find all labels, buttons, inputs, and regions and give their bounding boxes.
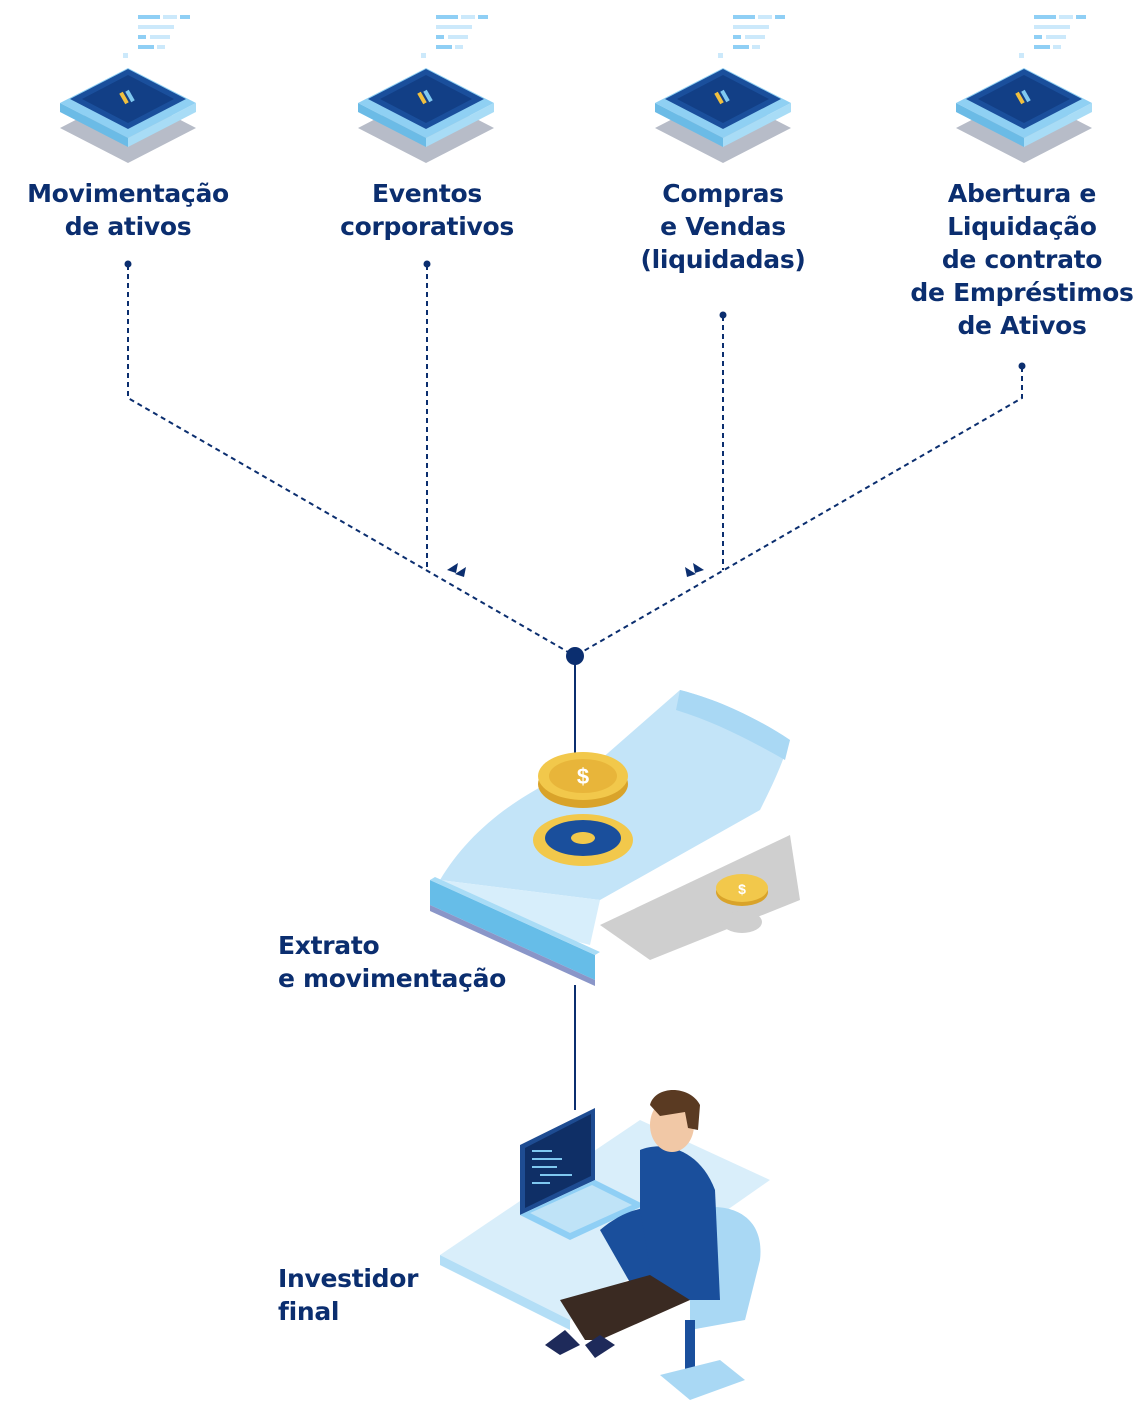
svg-text:$: $ bbox=[738, 881, 746, 897]
investor-label-line: final bbox=[278, 1297, 340, 1326]
statement-label-line: e movimentação bbox=[278, 964, 507, 993]
source-label-line: corporativos bbox=[340, 212, 514, 241]
connector-lines bbox=[127, 265, 1023, 657]
source-label-4: Abertura e Liquidação de contrato de Emp… bbox=[910, 177, 1133, 342]
source-label-line: Compras bbox=[662, 179, 784, 208]
investor-label-line: Investidor bbox=[278, 1264, 419, 1293]
investor-illustration bbox=[440, 1090, 770, 1400]
source-label-line: Abertura e bbox=[947, 179, 1097, 208]
chip-icon-1 bbox=[60, 15, 196, 163]
investor-label: Investidor final bbox=[278, 1262, 418, 1328]
source-label-line: Eventos bbox=[371, 179, 483, 208]
source-label-line: de contrato bbox=[941, 245, 1103, 274]
chip-icon-4 bbox=[956, 15, 1092, 163]
source-label-line: (liquidadas) bbox=[640, 245, 806, 274]
source-label-2: Eventos corporativos bbox=[340, 177, 514, 243]
source-label-line: Liquidação bbox=[947, 212, 1097, 241]
svg-text:$: $ bbox=[577, 764, 589, 789]
statement-label-line: Extrato bbox=[278, 931, 380, 960]
source-label-line: Movimentação bbox=[27, 179, 229, 208]
statement-illustration: $ $ bbox=[430, 690, 800, 986]
chip-icon-3 bbox=[655, 15, 791, 163]
source-label-line: de Empréstimos bbox=[910, 278, 1134, 307]
source-label-3: Compras e Vendas (liquidadas) bbox=[640, 177, 805, 276]
source-label-line: de Ativos bbox=[957, 311, 1087, 340]
source-label-1: Movimentação de ativos bbox=[27, 177, 229, 243]
chip-icon-2 bbox=[358, 15, 494, 163]
source-label-line: de ativos bbox=[64, 212, 192, 241]
connector-dots bbox=[124, 260, 1026, 370]
arrow-icon bbox=[447, 563, 704, 577]
statement-label: Extrato e movimentação bbox=[278, 929, 506, 995]
source-label-line: e Vendas bbox=[660, 212, 786, 241]
